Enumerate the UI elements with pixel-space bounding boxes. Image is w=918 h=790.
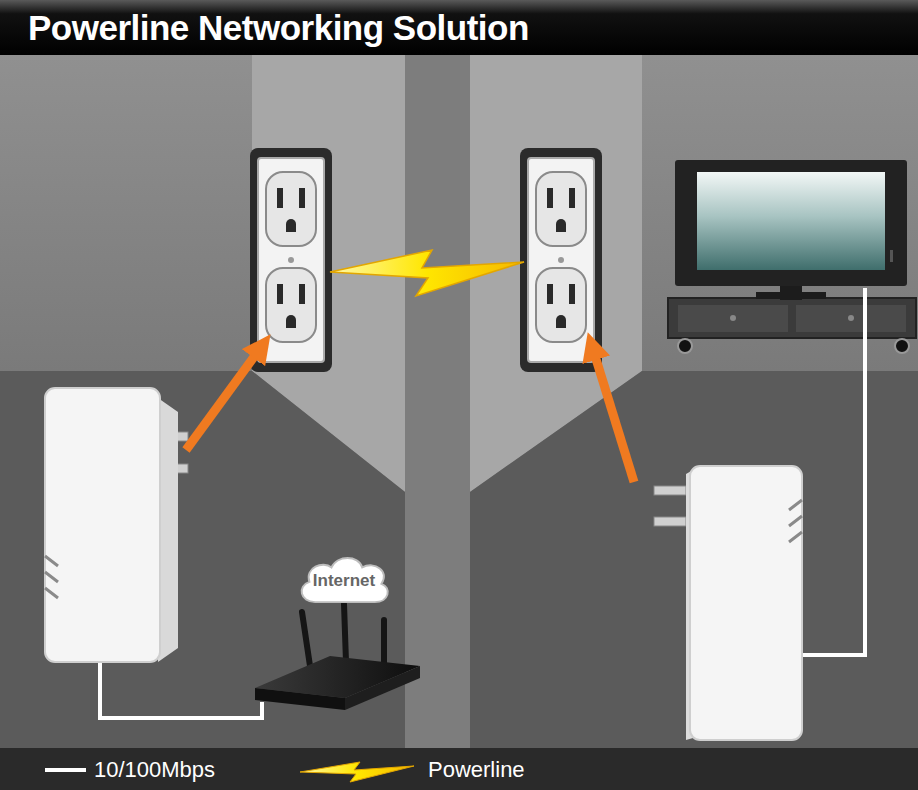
wall-outlet [250, 148, 332, 372]
tv-stand [668, 298, 916, 353]
powerline-adapter [45, 388, 188, 662]
legend-item: 10/100Mbps [94, 756, 215, 784]
legend-bolt-sample [300, 762, 414, 782]
powerline-bolt [330, 250, 524, 296]
ethernet-cable [800, 288, 865, 655]
wall-divider [405, 55, 470, 748]
wall-outlet [520, 148, 602, 372]
internet-cloud: Internet [296, 552, 392, 606]
node-label: Internet [296, 552, 392, 606]
side-wall [470, 55, 642, 492]
powerline-adapter [654, 466, 802, 740]
legend-label: Powerline [428, 756, 525, 784]
title-bar [0, 0, 918, 55]
diagram-title: Powerline Networking Solution [28, 6, 888, 50]
plug-arrow [592, 346, 634, 482]
ethernet-cable [100, 660, 262, 718]
legend-line-sample [45, 768, 86, 772]
legend-item: Powerline [428, 756, 525, 784]
back-wall [642, 55, 918, 371]
back-wall [0, 55, 252, 371]
legend-label: 10/100Mbps [94, 756, 215, 784]
plug-arrow [186, 346, 262, 450]
legend-bar [0, 748, 918, 790]
wireless-router [255, 604, 420, 710]
television [675, 160, 907, 300]
floor [470, 371, 918, 748]
